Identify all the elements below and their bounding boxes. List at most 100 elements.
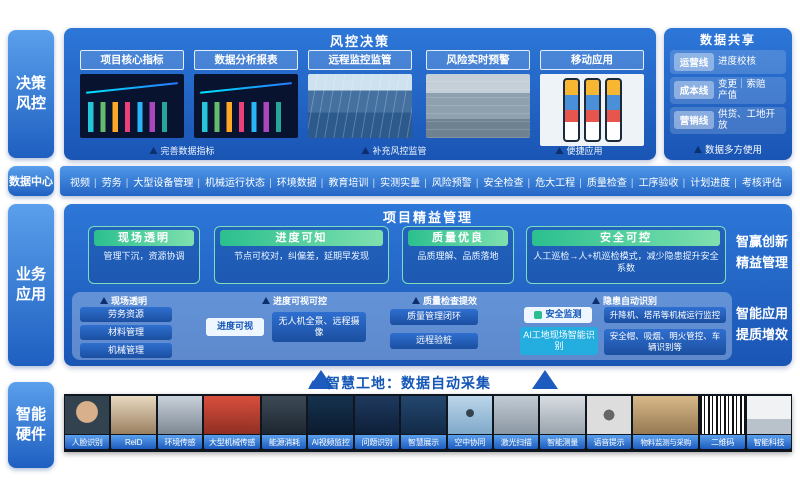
phone-mockup — [562, 78, 580, 142]
footer-text: 数据多方使用 — [704, 145, 762, 156]
group-label-text: 进度可视可控 — [273, 296, 328, 306]
group-label-text: 隐患自动识别 — [603, 296, 658, 306]
up-arrow-icon — [555, 147, 564, 154]
data-center-item: 工序验收 — [639, 174, 690, 189]
box-drone-panorama: 无人机全景、远程摄像 — [272, 312, 366, 342]
hardware-label: 物料监测与采购 — [633, 435, 699, 449]
risk-footnote-convenient-app: 便捷应用 — [555, 144, 603, 157]
feature-header: 安全可控 — [532, 230, 720, 246]
data-center-item: 实测实量 — [380, 174, 431, 189]
hardware-title-text: 智慧工地：数据自动采集 — [326, 375, 491, 391]
risk-column-remote-monitoring: 远程监控监管 — [308, 50, 412, 138]
monitor-icon — [534, 311, 543, 319]
lean-panel-title: 项目精益管理 — [382, 210, 473, 225]
data-share-rows: 运营线 进度校核 成本线 变更｜索赔产值 营销线 供货、工地开放 — [670, 50, 786, 137]
risk-column-header: 移动应用 — [540, 50, 644, 70]
hardware-label: 环境传感 — [157, 435, 203, 449]
band-label-text: 智能硬件 — [16, 405, 47, 443]
line-text: 进度校核 — [718, 56, 757, 68]
band-label-data-center: 数据中心 — [8, 166, 54, 196]
analytics-report-image — [194, 74, 298, 138]
risk-column-core-metrics: 项目核心指标 — [80, 50, 184, 138]
line-text: 变更｜索赔产值 — [718, 79, 766, 102]
data-center-item: 机械运行状态 — [205, 174, 276, 189]
lean-management-panel: 项目精益管理 现场透明 管理下沉，资源协调 进度可知 节点可校对，纠偏差，延期早… — [64, 204, 792, 366]
up-arrow-icon — [412, 297, 420, 304]
hardware-image — [586, 396, 632, 434]
risk-column-mobile-app: 移动应用 — [540, 50, 644, 146]
slogan-line: 精益管理 — [736, 254, 789, 270]
data-share-footer: 数据多方使用 — [664, 142, 792, 156]
up-arrow-icon — [262, 297, 270, 304]
hardware-tile-smart-measure: 智能测量 — [539, 394, 585, 452]
hardware-tile-face-recognition: 人脸识别 — [64, 394, 110, 452]
up-arrow-icon — [149, 147, 158, 154]
risk-column-header: 项目核心指标 — [80, 50, 184, 70]
line-text: 供货、工地开放 — [718, 108, 776, 132]
feature-quality-excellent: 质量优良 品质理解、品质落地 — [402, 226, 514, 284]
hardware-image — [157, 396, 203, 434]
slogan-line: 智能应用 — [736, 306, 789, 321]
feature-header: 质量优良 — [408, 230, 508, 246]
up-arrow-icon — [693, 145, 702, 153]
hardware-image — [111, 396, 156, 434]
hardware-label: 问题识别 — [354, 435, 400, 449]
feature-body: 品质理解、品质落地 — [417, 251, 499, 261]
box-progress-visible: 进度可视 — [206, 318, 264, 336]
data-center-band: 视频 劳务 大型设备管理 机械运行状态 环境数据 教育培训 实测实量 风险预警 … — [60, 166, 792, 196]
group-label-site-transparency: 现场透明 — [100, 294, 147, 307]
data-center-item: 劳务 — [102, 174, 133, 189]
footnote-text: 便捷应用 — [566, 146, 603, 156]
data-center-item: 质量检查 — [587, 174, 638, 189]
risk-column-header: 数据分析报表 — [194, 50, 298, 70]
hardware-image — [540, 396, 585, 434]
band-label-text: 数据中心 — [9, 176, 53, 188]
up-arrow-icon — [592, 297, 600, 304]
hardware-tile-qrcode: 二维码 — [699, 394, 745, 452]
hardware-strip: 人脸识别 ReID 环境传感 大型机械传感 能源消耗 AI视频监控 问题识别 — [64, 394, 792, 452]
hardware-label: 二维码 — [700, 435, 745, 449]
hardware-tile-aerial: 空中协同 — [447, 394, 493, 452]
data-center-item: 风险预警 — [432, 174, 483, 189]
band-label-text: 业务应用 — [16, 265, 47, 303]
up-arrow-icon — [532, 370, 558, 389]
side-slogan-lean: 智赢创新 精益管理 — [736, 232, 788, 274]
up-arrow-icon — [100, 297, 108, 304]
data-center-item: 视频 — [70, 174, 101, 189]
hardware-tile-machinery-sensor: 大型机械传感 — [203, 394, 261, 452]
group-label-hazard-recognition: 隐患自动识别 — [592, 294, 657, 307]
band-label-text: 决策风控 — [16, 74, 47, 112]
line-text-2: 产值 — [718, 90, 738, 102]
hardware-tile-reid: ReID — [110, 394, 156, 452]
band-label-business-apps: 业务应用 — [8, 204, 54, 366]
phone-mockup — [604, 78, 622, 142]
line-badge: 成本线 — [674, 81, 714, 100]
hardware-label: 能源消耗 — [262, 435, 307, 449]
core-metrics-dashboard-image — [80, 74, 184, 138]
risk-footnote-supervision: 补充风控监管 — [361, 144, 427, 157]
hardware-image — [204, 396, 261, 434]
feature-body: 人工巡检→人+机巡检模式，减少隐患提升安全系数 — [533, 251, 719, 274]
hardware-image — [447, 396, 492, 434]
feature-progress-knowable: 进度可知 节点可校对，纠偏差，延期早发现 — [214, 226, 389, 284]
group-label-quality-efficiency: 质量检查提效 — [412, 294, 477, 307]
hardware-label: 智能科技 — [746, 435, 792, 449]
feature-body: 节点可校对，纠偏差，延期早发现 — [233, 251, 369, 261]
band-label-decision-risk: 决策风控 — [8, 30, 54, 158]
risk-column-risk-warning: 风险实时预警 — [426, 50, 530, 138]
remote-monitoring-photo — [308, 74, 412, 138]
box-safety-monitoring: 安全监测 — [524, 307, 592, 323]
hardware-label: 大型机械传感 — [204, 435, 261, 449]
risk-warning-photo — [426, 74, 530, 138]
hardware-label: 空中协同 — [447, 435, 492, 449]
band-label-smart-hardware: 智能硬件 — [8, 382, 54, 468]
box-ai-recognition: AI工地现场智能识别 — [520, 327, 598, 355]
hardware-tile-env-sensor: 环境传感 — [157, 394, 203, 452]
up-arrow-icon — [361, 147, 370, 154]
hardware-tile-smart-display: 智慧展示 — [400, 394, 446, 452]
hardware-image — [633, 396, 699, 434]
hardware-image — [493, 396, 539, 434]
feature-safety-controllable: 安全可控 人工巡检→人+机巡检模式，减少隐患提升安全系数 — [526, 226, 726, 284]
risk-panel-title: 风控决策 — [329, 34, 390, 49]
